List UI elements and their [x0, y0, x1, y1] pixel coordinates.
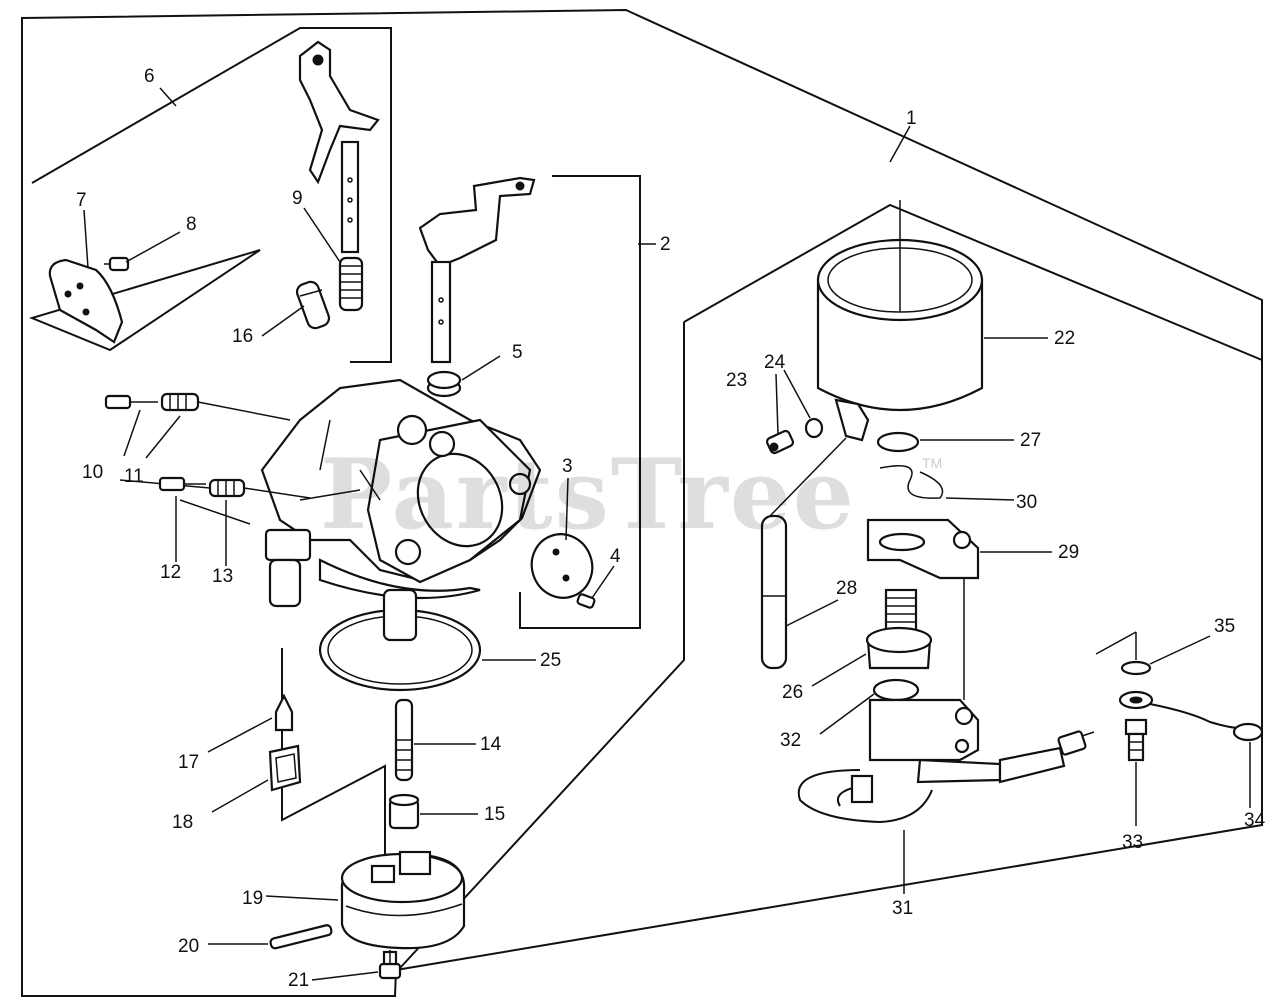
- callout-8: 8: [186, 214, 197, 235]
- callout-11: 11: [124, 466, 144, 487]
- bracket-group-6: [29, 27, 392, 363]
- screw-10: [104, 394, 158, 410]
- screw-12: [158, 476, 206, 492]
- callout-23: 23: [726, 370, 747, 391]
- callout-22: 22: [1054, 328, 1075, 349]
- callout-15: 15: [484, 804, 505, 825]
- callout-10: 10: [82, 462, 103, 483]
- bracket-float-bowl: [281, 648, 386, 870]
- callout-4: 4: [610, 546, 621, 567]
- float-bowl-19: [340, 850, 466, 950]
- main-jet-14: [394, 698, 414, 782]
- needle-seat-26: [865, 588, 933, 670]
- washer-24: [804, 417, 824, 439]
- float-31: [797, 698, 1095, 824]
- screw-33: [1124, 718, 1148, 762]
- screw-4: [576, 593, 596, 609]
- filter-to-pin-guide: [769, 437, 847, 517]
- callout-27: 27: [1020, 430, 1041, 451]
- callout-13: 13: [212, 566, 233, 587]
- assembly-outline: [21, 8, 1263, 997]
- callout-12: 12: [160, 562, 181, 583]
- callout-17: 17: [178, 752, 199, 773]
- leader-lines: [83, 87, 1251, 981]
- pin-28: [760, 514, 788, 670]
- callout-32: 32: [780, 730, 801, 751]
- callout-21: 21: [288, 970, 309, 991]
- callout-29: 29: [1058, 542, 1079, 563]
- clip-18: [268, 744, 302, 792]
- callout-18: 18: [172, 812, 193, 833]
- watermark-text: PartsTree: [320, 438, 856, 551]
- fitting-16: [295, 280, 331, 330]
- ground-guide-lines: [963, 578, 1137, 700]
- carburetor-body: [119, 378, 542, 608]
- air-filter-element: [816, 200, 984, 412]
- callout-25: 25: [540, 650, 561, 671]
- adjust-guide-lines: [197, 401, 311, 499]
- callout-14: 14: [480, 734, 502, 755]
- callout-26: 26: [782, 682, 803, 703]
- callout-7: 7: [76, 190, 87, 211]
- callout-2: 2: [660, 234, 671, 255]
- callout-34: 34: [1244, 810, 1266, 831]
- callout-9: 9: [292, 188, 303, 209]
- callout-16: 16: [232, 326, 253, 347]
- screw-23: [765, 429, 795, 455]
- throttle-shaft-2: [418, 176, 536, 364]
- bracket-group-right: [683, 203, 1263, 361]
- inlet-needle-17: [274, 693, 294, 732]
- gasket-25: [318, 608, 482, 692]
- bracket-right-lower: [399, 322, 685, 969]
- spring-clip-30: [879, 465, 944, 499]
- spring-11: [160, 392, 200, 412]
- ground-terminal-34: [1118, 690, 1264, 742]
- callout-33: 33: [1122, 832, 1143, 853]
- washer-27: [876, 431, 920, 453]
- carb-stem: [382, 588, 418, 642]
- callout-5: 5: [512, 342, 523, 363]
- callout-1: 1: [906, 108, 917, 129]
- callout-6: 6: [144, 66, 155, 87]
- callout-35: 35: [1214, 616, 1235, 637]
- spring-9: [338, 256, 364, 312]
- pin-20: [269, 924, 333, 950]
- callout-20: 20: [178, 936, 199, 957]
- watermark-trademark: TM: [922, 455, 942, 471]
- o-ring-32: [872, 678, 920, 702]
- washer-35: [1120, 660, 1152, 676]
- callout-30: 30: [1016, 492, 1037, 513]
- callout-labels: 1 2 3 4 5 6 7 8 9 10 11 12 13 14 15 16 1…: [76, 66, 1266, 991]
- callout-19: 19: [242, 888, 263, 909]
- spring-13: [208, 478, 246, 498]
- callout-28: 28: [836, 578, 857, 599]
- screw-8: [104, 256, 130, 272]
- choke-lever-6: [298, 40, 380, 254]
- callout-3: 3: [562, 456, 573, 477]
- plate-7: [48, 258, 124, 344]
- bracket-plate-29: [866, 518, 980, 580]
- callout-31: 31: [892, 898, 913, 919]
- throttle-plate-3: [530, 533, 594, 599]
- callout-24: 24: [764, 352, 786, 373]
- nut-15: [388, 793, 420, 830]
- filter-mount-tab: [834, 398, 870, 442]
- bushing-5: [426, 370, 462, 398]
- bracket-group-2: [519, 175, 641, 629]
